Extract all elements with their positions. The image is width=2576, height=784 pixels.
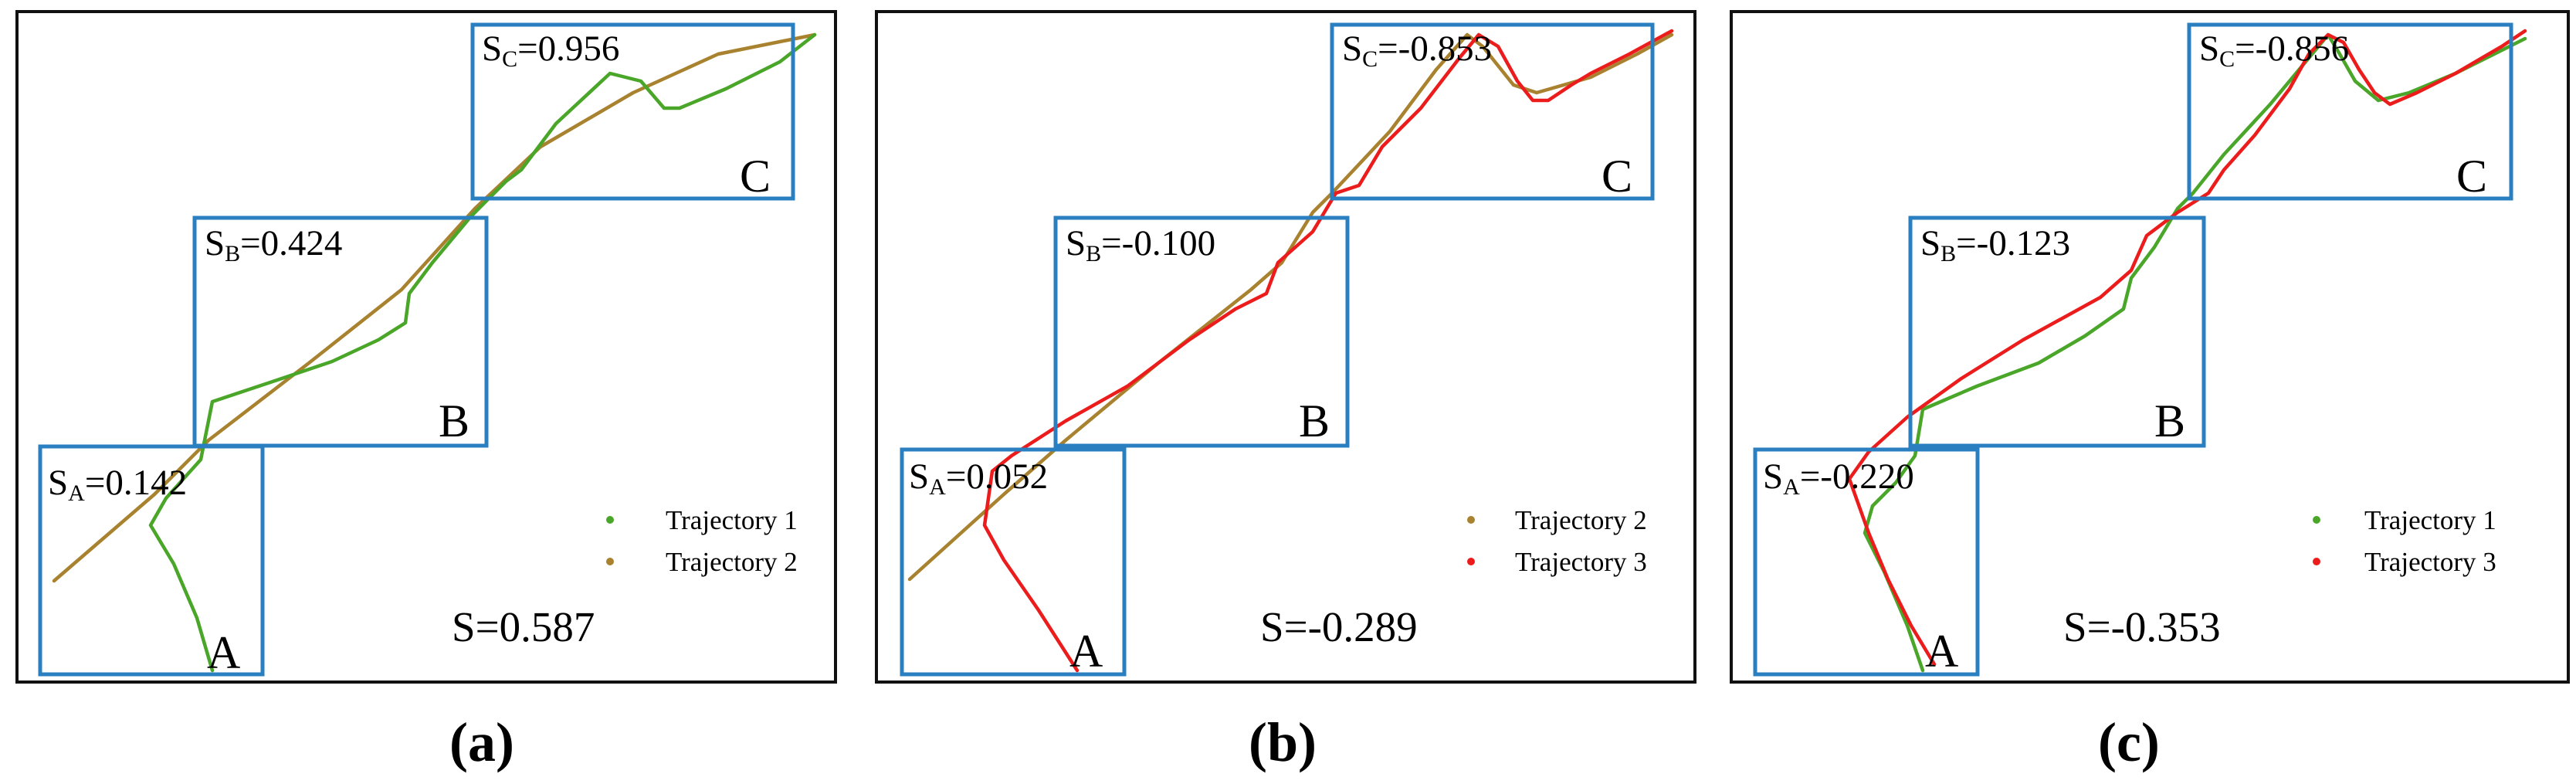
panel-a-score-a: SA=0.142 bbox=[48, 463, 187, 506]
panel-a-region-c-label: C bbox=[740, 151, 771, 202]
panel-b-score-c: SC=-0.853 bbox=[1342, 29, 1492, 72]
panel-b-legend-label-2: Trajectory 3 bbox=[1515, 547, 1647, 577]
panel-b-legend-label-1: Trajectory 2 bbox=[1515, 505, 1647, 535]
panel-b-region-b-label: B bbox=[1299, 395, 1330, 446]
panel-a-total-score: S=0.587 bbox=[452, 603, 595, 650]
panel-b-legend-marker-2 bbox=[1467, 558, 1475, 565]
panel-c-frame bbox=[1730, 10, 2570, 684]
panel-b-region-b-box bbox=[1053, 216, 1350, 448]
panel-c-score-b: SB=-0.123 bbox=[1920, 223, 2070, 266]
panel-a-legend-label-2: Trajectory 2 bbox=[666, 547, 798, 577]
panel-a-region-b-box bbox=[192, 216, 489, 448]
panel-a-caption: (a) bbox=[449, 711, 514, 773]
panel-a-trajectory-1 bbox=[148, 32, 817, 673]
panel-b-frame bbox=[875, 10, 1696, 684]
panel-a-legend-label-1: Trajectory 1 bbox=[666, 505, 798, 535]
panel-a-score-c: SC=0.956 bbox=[482, 29, 619, 72]
panel-a-region-a-box bbox=[38, 444, 265, 677]
panel-b-trajectory-2 bbox=[907, 32, 1674, 582]
panel-c-region-b-label: B bbox=[2154, 395, 2185, 446]
panel-b-trajectory-3 bbox=[982, 29, 1674, 673]
panel-b-legend-marker-1 bbox=[1467, 516, 1475, 524]
panel-b-region-a-label: A bbox=[1069, 626, 1103, 677]
panel-a: A B C SA=0.142 SB=0.424 SC=0.956 Traject… bbox=[15, 10, 837, 773]
panel-c-region-c-label: C bbox=[2456, 151, 2487, 202]
panel-c-region-a-label: A bbox=[1925, 626, 1958, 677]
panel-b-score-b: SB=-0.100 bbox=[1066, 223, 1215, 266]
panel-c-score-c: SC=-0.856 bbox=[2199, 29, 2349, 72]
panel-c-trajectory-3 bbox=[1847, 29, 2527, 667]
panel-b-caption: (b) bbox=[1249, 711, 1317, 773]
panel-c: A B C SA=-0.220 SB=-0.123 SC=-0.856 Traj… bbox=[1730, 10, 2570, 773]
panel-a-legend-marker-1 bbox=[606, 516, 614, 524]
panel-a-frame bbox=[15, 10, 837, 684]
panel-c-score-a: SA=-0.220 bbox=[1763, 456, 1914, 500]
panel-c-legend-marker-2 bbox=[2313, 558, 2320, 565]
panel-c-region-c-box bbox=[2187, 22, 2513, 201]
panel-a-region-c-box bbox=[470, 22, 795, 201]
panel-b-region-a-box bbox=[900, 447, 1127, 677]
panel-a-legend: Trajectory 1 Trajectory 2 bbox=[606, 505, 798, 577]
panel-b-score-a: SA=0.052 bbox=[909, 456, 1048, 500]
panel-c-total-score: S=-0.353 bbox=[2063, 603, 2221, 650]
panel-c-legend-label-1: Trajectory 1 bbox=[2364, 505, 2496, 535]
panel-b: A B C SA=0.052 SB=-0.100 SC=-0.853 Traje… bbox=[875, 10, 1696, 773]
panel-a-legend-marker-2 bbox=[606, 558, 614, 565]
panel-b-total-score: S=-0.289 bbox=[1260, 603, 1418, 650]
panel-a-region-a-label: A bbox=[207, 627, 240, 678]
panel-b-region-c-box bbox=[1330, 22, 1655, 201]
panel-a-score-b: SB=0.424 bbox=[205, 223, 342, 266]
panel-c-caption: (c) bbox=[2098, 711, 2160, 773]
panel-c-region-b-box bbox=[1908, 216, 2206, 448]
panel-b-legend: Trajectory 2 Trajectory 3 bbox=[1467, 505, 1647, 577]
panel-c-legend: Trajectory 1 Trajectory 3 bbox=[2313, 505, 2496, 577]
panel-c-legend-label-2: Trajectory 3 bbox=[2364, 547, 2496, 577]
panel-c-trajectory-1 bbox=[1863, 32, 2527, 673]
panel-c-region-a-box bbox=[1753, 447, 1980, 677]
panel-b-region-c-label: C bbox=[1602, 151, 1632, 202]
panel-c-legend-marker-1 bbox=[2313, 516, 2320, 524]
panel-a-region-b-label: B bbox=[439, 395, 469, 446]
panel-a-trajectory-2 bbox=[52, 32, 817, 583]
